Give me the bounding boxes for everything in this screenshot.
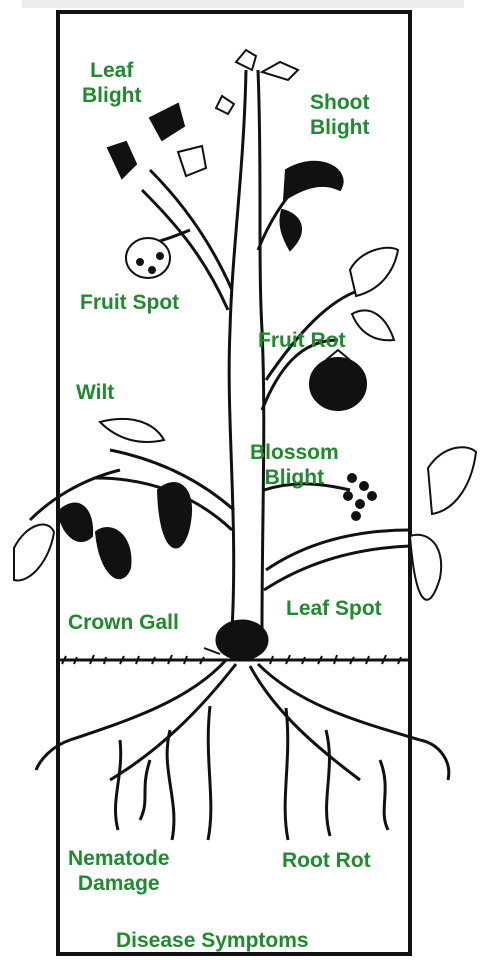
label-fruit-spot: Fruit Spot [80, 290, 179, 315]
label-wilt: Wilt [76, 380, 114, 405]
blossom-cluster [343, 473, 377, 521]
fruits [126, 238, 366, 410]
label-shoot-blight-line1: Shoot [310, 90, 369, 115]
label-leaf-blight: Leaf Blight [82, 58, 141, 108]
leaves [14, 50, 476, 600]
label-blossom-blight-line1: Blossom [250, 440, 339, 465]
label-blossom-blight: Blossom Blight [250, 440, 339, 490]
label-blossom-blight-line2: Blight [250, 465, 339, 490]
label-root-rot: Root Rot [282, 848, 371, 873]
label-fruit-rot: Fruit Rot [258, 328, 345, 353]
diagram-title: Disease Symptoms [116, 928, 309, 953]
roots [36, 660, 449, 840]
label-nematode-damage-line1: Nematode [68, 846, 170, 871]
label-nematode-damage: Nematode Damage [68, 846, 170, 896]
label-leaf-blight-line2: Blight [82, 83, 141, 108]
label-shoot-blight-line2: Blight [310, 115, 369, 140]
label-shoot-blight: Shoot Blight [310, 90, 369, 140]
label-nematode-damage-line2: Damage [68, 871, 170, 896]
label-crown-gall: Crown Gall [68, 610, 179, 635]
label-leaf-spot: Leaf Spot [286, 596, 382, 621]
crown-gall [204, 620, 268, 660]
label-leaf-blight-line1: Leaf [82, 58, 141, 83]
